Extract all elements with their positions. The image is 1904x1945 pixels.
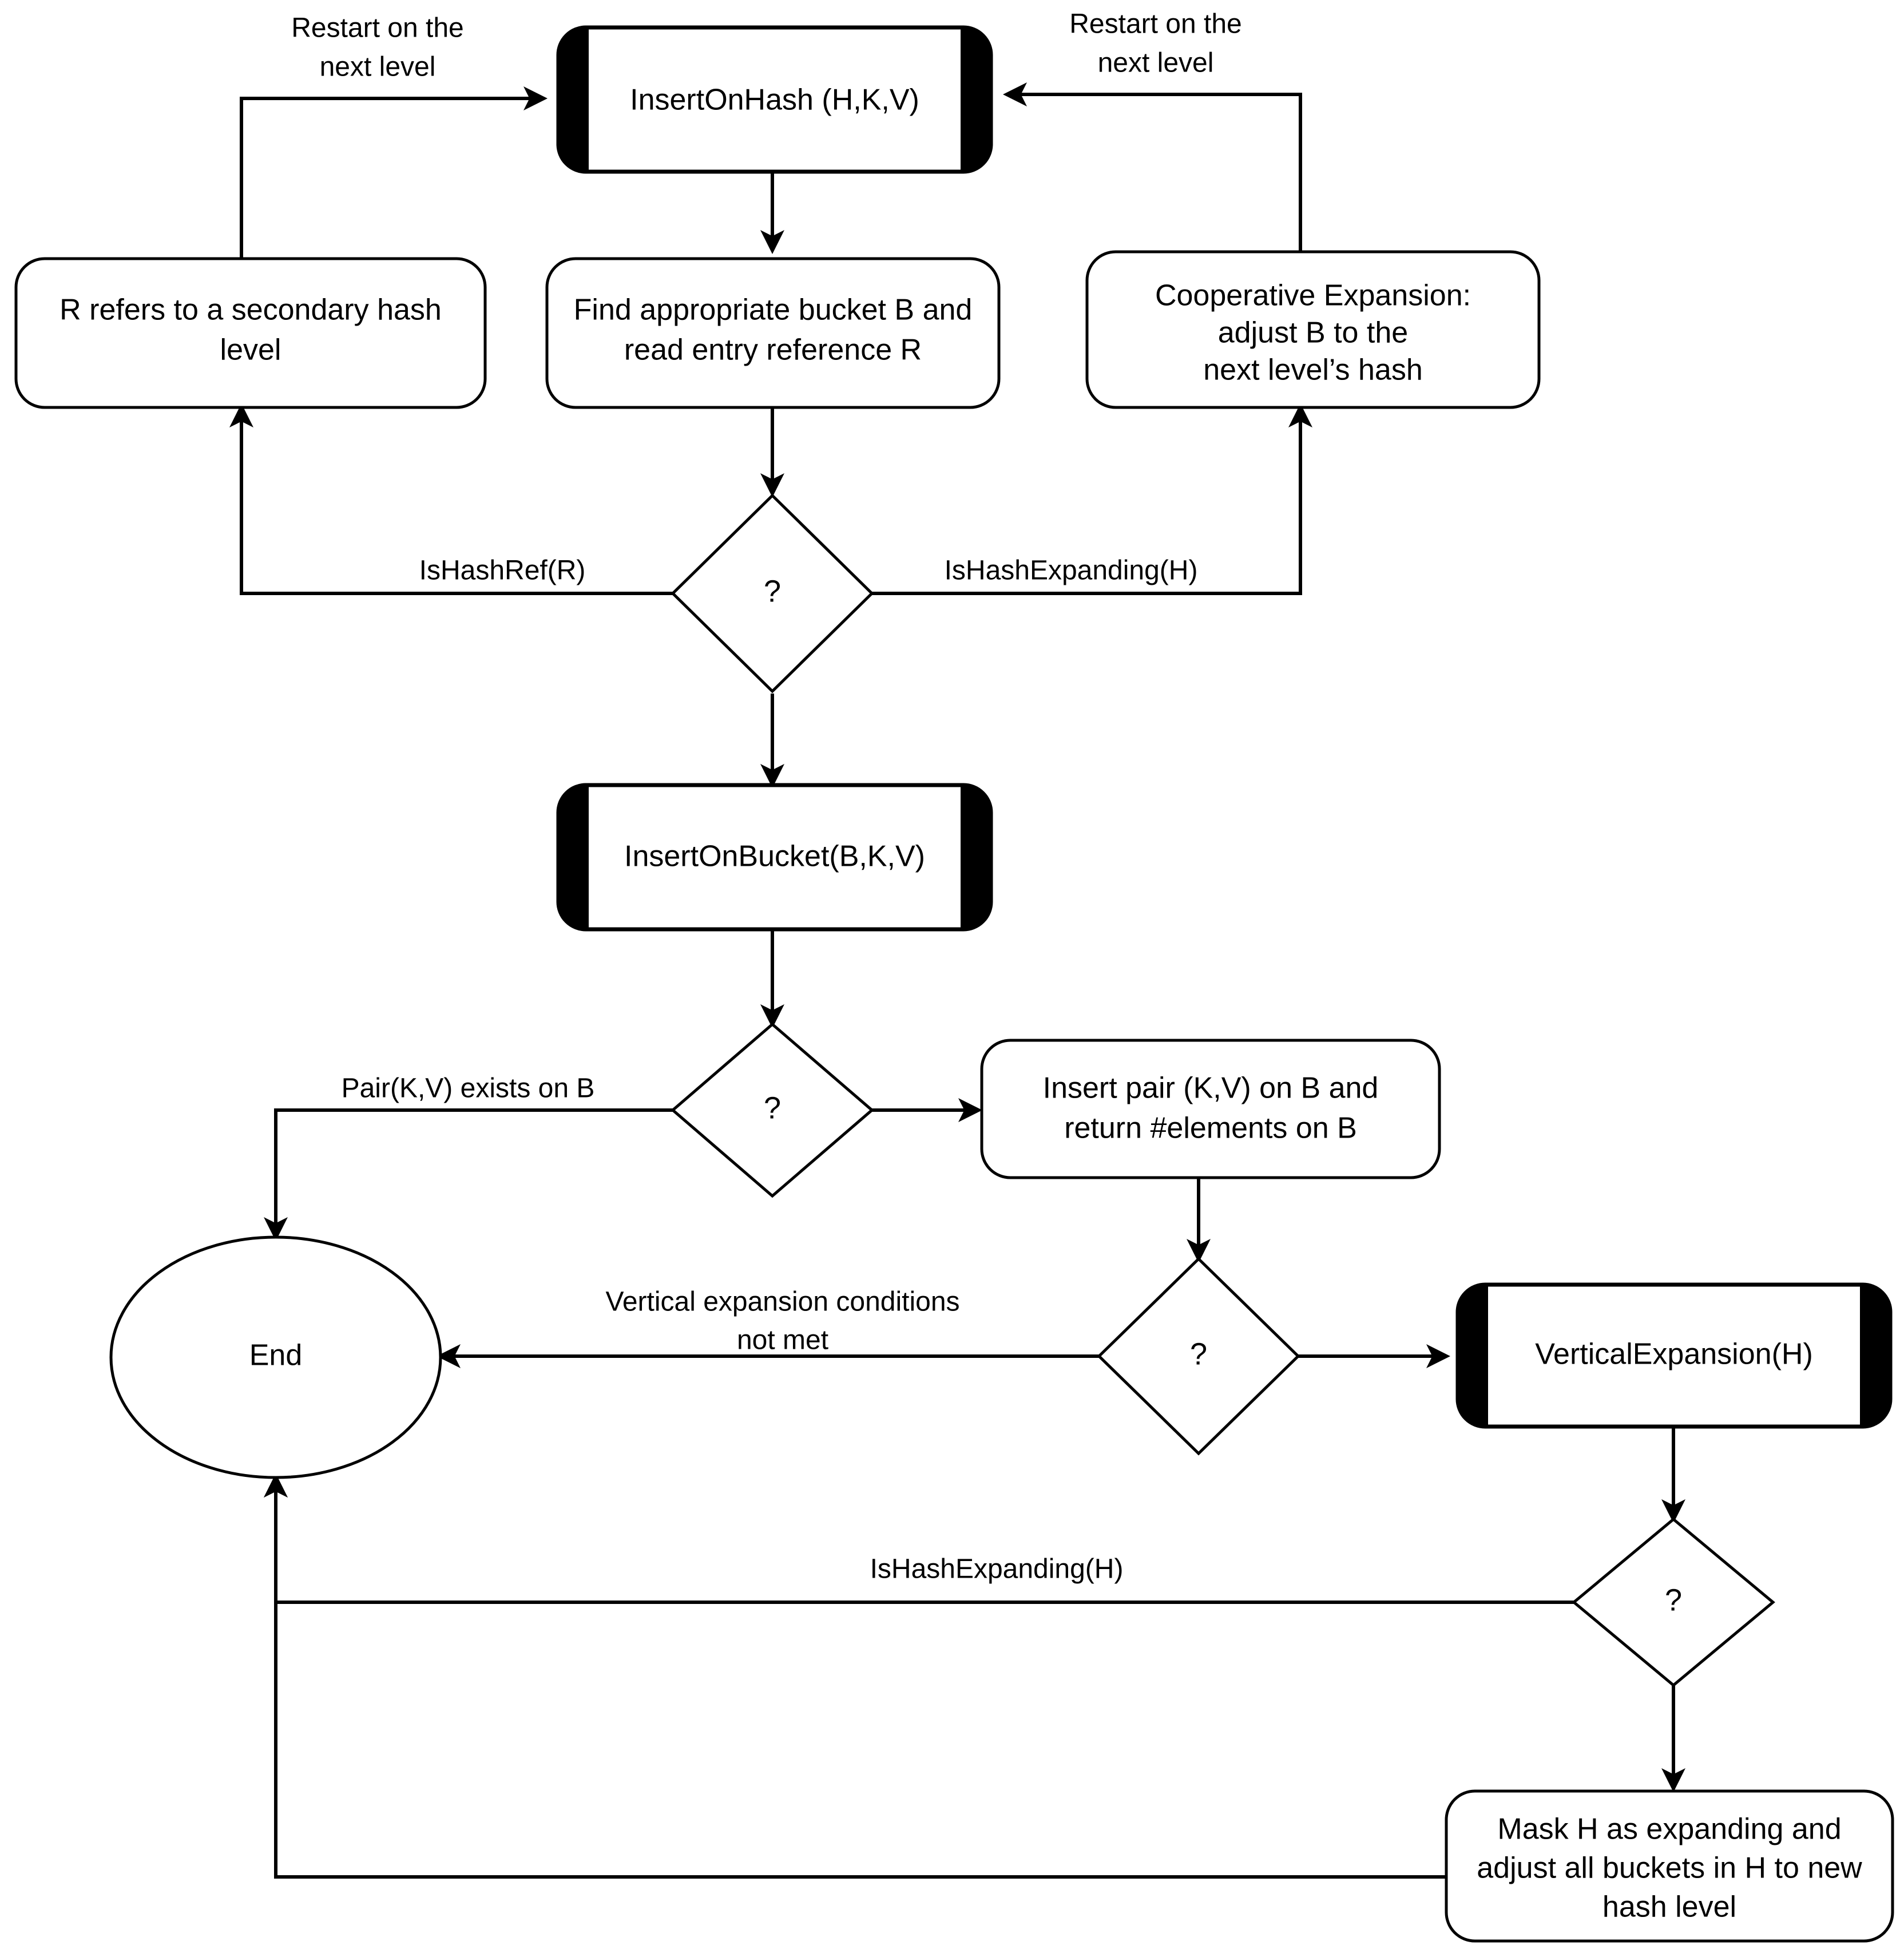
decision-expanding-diamond bbox=[1572, 1517, 1775, 1687]
edge-decision2-to-end bbox=[264, 1108, 673, 1241]
edge-decision-to-cooperative bbox=[872, 403, 1312, 595]
end-label: End bbox=[249, 1339, 303, 1372]
decision-vertical-label: ? bbox=[1190, 1337, 1207, 1371]
vertical-expansion-label: VerticalExpansion(H) bbox=[1535, 1338, 1813, 1371]
insert-on-bucket-label: InsertOnBucket(B,K,V) bbox=[624, 840, 925, 873]
end-ellipse bbox=[109, 1235, 442, 1479]
edge-maskh-to-end bbox=[264, 1473, 1446, 1879]
edge-label-vertical-not-met-line2: not met bbox=[737, 1325, 828, 1356]
node-mask-h[interactable]: Mask H as expanding and adjust all bucke… bbox=[1445, 1789, 1894, 1943]
cooperative-expansion-label-line2: adjust B to the bbox=[1218, 316, 1408, 350]
node-find-bucket[interactable]: Find appropriate bucket B and read entry… bbox=[545, 257, 1001, 409]
cooperative-expansion-label-line1: Cooperative Expansion: bbox=[1155, 279, 1471, 312]
node-r-refers[interactable]: R refers to a secondary hash level bbox=[14, 257, 487, 409]
vertical-expansion-left-bar bbox=[1458, 1285, 1488, 1427]
node-insert-pair[interactable]: Insert pair (K,V) on B and return #eleme… bbox=[980, 1039, 1441, 1179]
edge-label-vertical-not-met-line1: Vertical expansion conditions bbox=[605, 1287, 959, 1317]
decision-expanding-label: ? bbox=[1665, 1583, 1682, 1617]
node-insert-on-hash[interactable]: InsertOnHash (H,K,V) bbox=[556, 25, 993, 174]
r-refers-box bbox=[14, 257, 487, 409]
mask-h-box bbox=[1445, 1789, 1894, 1943]
edge-label-is-hash-expanding-bottom: IsHashExpanding(H) bbox=[870, 1554, 1124, 1584]
edge-label-is-hash-expanding-top: IsHashExpanding(H) bbox=[945, 556, 1198, 586]
find-bucket-label-line2: read entry reference R bbox=[624, 334, 922, 367]
insert-on-bucket-right-bar bbox=[961, 785, 991, 929]
r-refers-label-line2: level bbox=[220, 334, 281, 367]
insert-pair-box bbox=[980, 1039, 1441, 1179]
decision-pair-diamond bbox=[671, 1022, 874, 1198]
decision-vertical-diamond bbox=[1097, 1257, 1300, 1456]
node-decision-hash[interactable]: ? bbox=[671, 493, 874, 694]
decision-pair-label: ? bbox=[764, 1091, 781, 1125]
insert-on-hash-left-bar-fill bbox=[558, 27, 589, 172]
decision-hash-label: ? bbox=[764, 574, 781, 608]
insert-pair-label-line1: Insert pair (K,V) on B and bbox=[1043, 1072, 1379, 1105]
insert-on-bucket-left-bar bbox=[558, 785, 589, 929]
insert-pair-label-line2: return #elements on B bbox=[1064, 1112, 1357, 1145]
insert-on-hash-label: InsertOnHash (H,K,V) bbox=[630, 84, 919, 117]
mask-h-label-line1: Mask H as expanding and bbox=[1497, 1813, 1841, 1846]
node-end[interactable]: End bbox=[109, 1235, 442, 1479]
find-bucket-box bbox=[545, 257, 1001, 409]
edge-label-pair-exists: Pair(K,V) exists on B bbox=[342, 1073, 595, 1104]
edge-label-is-hash-ref: IsHashRef(R) bbox=[419, 556, 586, 586]
edge-label-restart-left-line2: next level bbox=[320, 52, 436, 82]
vertical-expansion-right-bar bbox=[1860, 1285, 1890, 1427]
edge-rrefers-restart-to-hash bbox=[240, 86, 548, 263]
edge-label-restart-right-line2: next level bbox=[1098, 48, 1214, 78]
mask-h-label-line2: adjust all buckets in H to new bbox=[1477, 1852, 1862, 1885]
r-refers-label-line1: R refers to a secondary hash bbox=[60, 294, 442, 327]
decision-hash-diamond bbox=[671, 493, 874, 694]
edge-label-restart-right-line1: Restart on the bbox=[1069, 9, 1242, 39]
insert-on-hash-right-bar bbox=[961, 27, 991, 172]
node-cooperative-expansion[interactable]: Cooperative Expansion: adjust B to the n… bbox=[1085, 250, 1541, 409]
node-decision-vertical[interactable]: ? bbox=[1097, 1257, 1300, 1456]
node-decision-expanding[interactable]: ? bbox=[1572, 1517, 1775, 1687]
mask-h-label-line3: hash level bbox=[1602, 1891, 1736, 1924]
node-vertical-expansion[interactable]: VerticalExpansion(H) bbox=[1455, 1282, 1893, 1429]
edge-label-restart-left-line1: Restart on the bbox=[291, 13, 464, 43]
edge-cooperative-restart-to-hash bbox=[1003, 82, 1302, 256]
edge-decision-to-rrefers bbox=[229, 403, 673, 595]
find-bucket-label-line1: Find appropriate bucket B and bbox=[574, 294, 973, 327]
node-insert-on-bucket[interactable]: InsertOnBucket(B,K,V) bbox=[556, 783, 993, 932]
node-decision-pair[interactable]: ? bbox=[671, 1022, 874, 1198]
cooperative-expansion-label-line3: next level’s hash bbox=[1203, 354, 1423, 387]
cooperative-expansion-box bbox=[1085, 250, 1541, 409]
